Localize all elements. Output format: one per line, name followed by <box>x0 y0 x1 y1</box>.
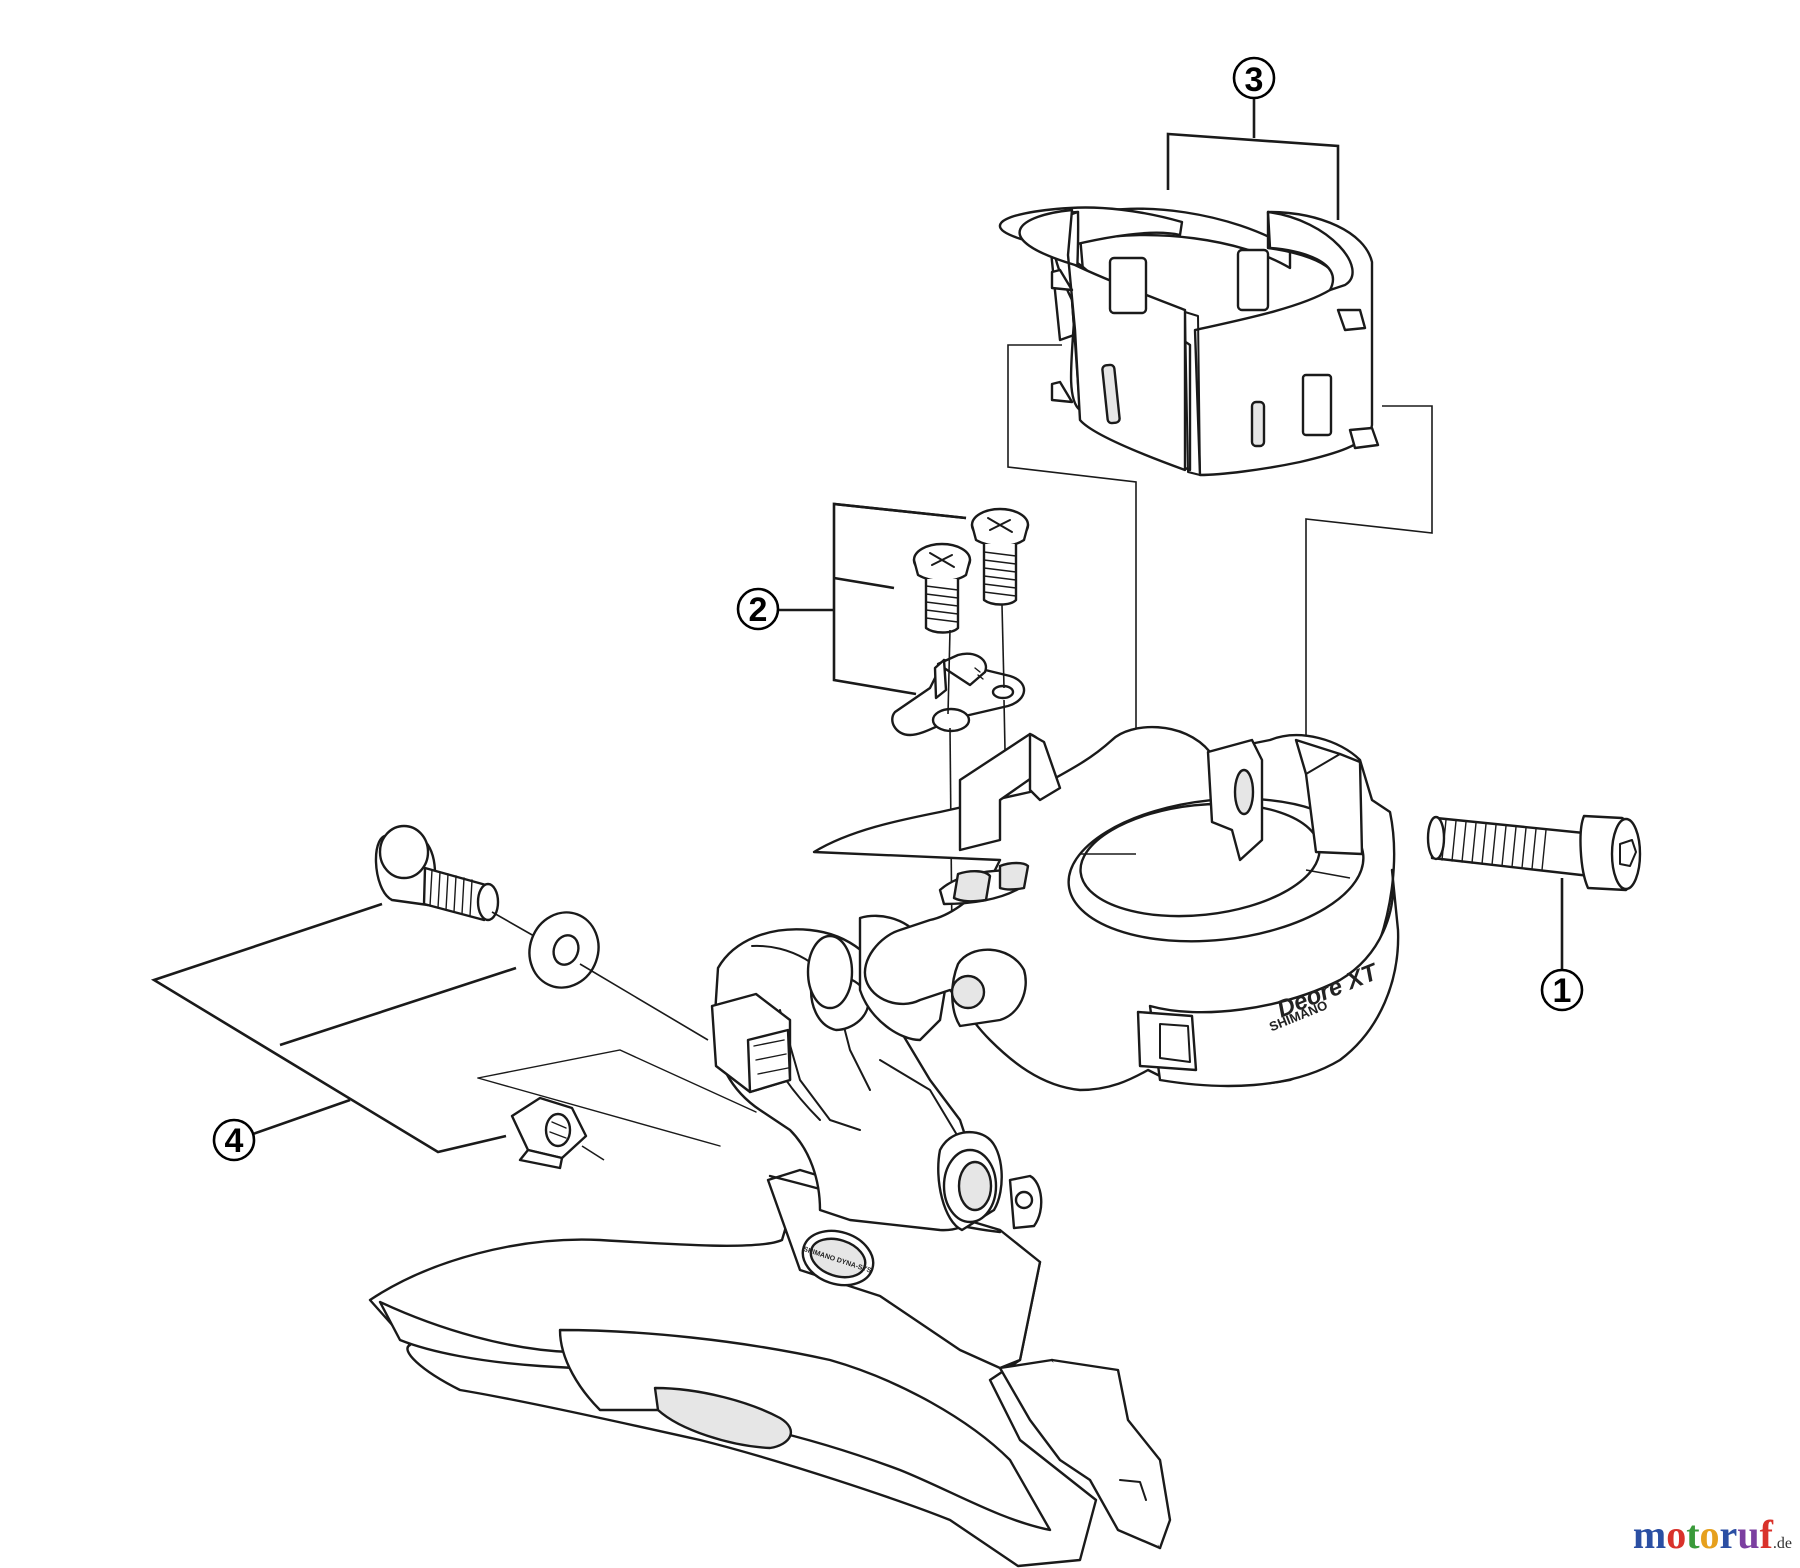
watermark-letter: r <box>1719 1512 1738 1557</box>
watermark-letter: f <box>1759 1512 1773 1557</box>
callout-4-group: 4 <box>150 902 517 1162</box>
watermark-tld: .de <box>1772 1535 1792 1552</box>
callout-3-circle <box>1232 56 1276 100</box>
callout-1-circle <box>1540 968 1584 1012</box>
band-adapter <box>998 206 1380 477</box>
callout-2-label: 2 <box>749 591 768 629</box>
hex-nut <box>510 1096 588 1170</box>
callout-3-group: 3 <box>1166 56 1340 220</box>
watermark-letter: t <box>1686 1512 1700 1557</box>
screw-front <box>912 542 972 634</box>
callout-1-label: 1 <box>1553 972 1572 1010</box>
callout-2-circle <box>736 587 780 631</box>
callout-3-label: 3 <box>1245 61 1264 99</box>
callout-2-group: 2 <box>736 502 967 696</box>
watermark-letter: o <box>1699 1512 1720 1557</box>
clamp-bolt <box>1426 814 1642 892</box>
callout-4-label: 4 <box>225 1122 244 1160</box>
watermark-letters: motoruf <box>1633 1512 1773 1557</box>
pivot-bolt <box>374 824 500 922</box>
clamp-body: SHIMANO Deore XT <box>812 725 1400 1092</box>
watermark-letter: m <box>1632 1512 1667 1557</box>
callout-4-circle <box>212 1118 256 1162</box>
watermark-letter: u <box>1737 1512 1760 1557</box>
washer <box>528 911 600 989</box>
watermark-logo: motoruf motoruf.de <box>1633 1511 1792 1558</box>
callout-1-group: 1 <box>1540 878 1584 1012</box>
derailleur-body: SHIMANO DYNA-SYS <box>368 725 1400 1568</box>
screw-rear <box>970 507 1030 606</box>
mount-screws <box>891 507 1030 941</box>
band-guides <box>1007 344 1433 870</box>
watermark-letter: o <box>1666 1512 1687 1557</box>
chain-cage <box>368 1178 1172 1568</box>
